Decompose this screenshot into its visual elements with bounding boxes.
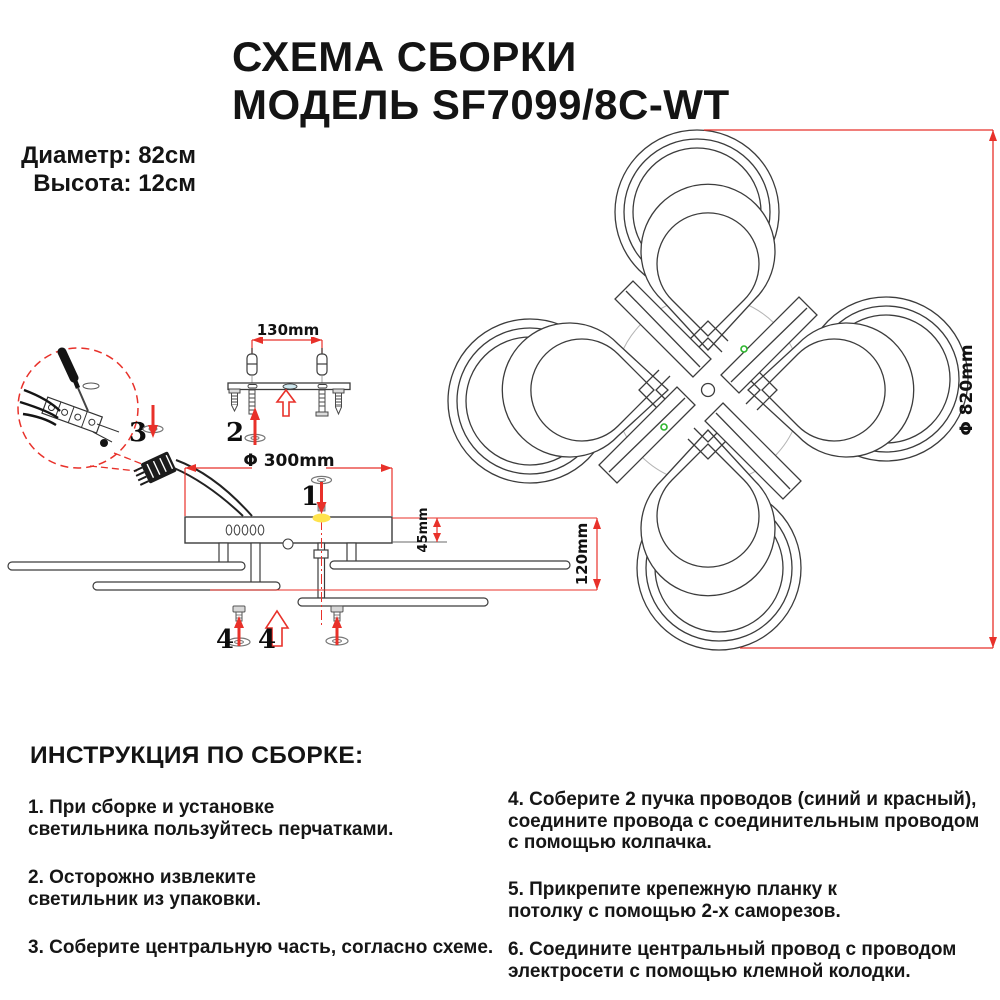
label-part-3: 3 (129, 418, 147, 448)
part-3-callout: 3 (129, 405, 164, 448)
wall-plugs (246, 348, 328, 383)
center-slot (282, 383, 298, 390)
vent-holes (225, 524, 265, 536)
dimension-45mm (433, 518, 441, 542)
dimension-300mm (184, 464, 393, 516)
screw-center (325, 605, 349, 646)
label-45mm: 45mm (416, 507, 431, 552)
body-hole (282, 538, 294, 550)
insert-direction-arrow (264, 609, 290, 647)
mounting-bracket-drawing: 130mm (226, 321, 351, 448)
led-indicator-dot (740, 345, 748, 353)
instruction-step-6: 6. Соедините центральный провод с провод… (508, 939, 957, 982)
instruction-step-5: 5. Прикрепите крепежную планку к потолку… (508, 879, 841, 922)
page-title: СХЕМА СБОРКИ МОДЕЛЬ SF7099/8C-WT (232, 33, 730, 128)
label-part-4: 4 (258, 625, 276, 655)
side-view-drawing: Φ 300mm (7, 451, 601, 655)
center-arm (720, 296, 818, 394)
center-hole (700, 382, 716, 398)
ring-petal (614, 129, 780, 353)
instruction-step-4: 4. Соберите 2 пучка проводов (синий и кр… (508, 789, 980, 853)
spec-height: Высота: 12см (33, 170, 196, 197)
part-2-callout: 2 (226, 407, 266, 448)
part-1-callout: 1 (301, 475, 333, 628)
wires-icon (19, 388, 61, 427)
led-indicator-dot (660, 423, 668, 431)
top-view-flower (447, 129, 969, 651)
product-specs: Диаметр: 82см Высота: 12см (20, 142, 196, 198)
wire-connector (133, 451, 253, 517)
instruction-step-3: 3. Соберите центральную часть, согласно … (28, 937, 494, 958)
ring-arms (7, 560, 571, 607)
wire-cap-icon (100, 439, 108, 447)
instruction-step-2: 2. Осторожно извлеките светильник из упа… (28, 867, 262, 910)
label-820mm: Φ 820mm (957, 344, 977, 435)
hanging-screws (248, 389, 329, 417)
bracket-bar (227, 382, 351, 391)
label-300mm: Φ 300mm (243, 451, 334, 471)
label-130mm: 130mm (257, 321, 320, 339)
label-part-2: 2 (226, 418, 244, 448)
screwdriver-icon (57, 347, 100, 412)
dimension-120mm (593, 518, 601, 590)
highlight-spot (312, 513, 331, 523)
instruction-step-1: 1. При сборке и установке светильника по… (28, 797, 394, 840)
spec-diameter: Диаметр: 82см (21, 142, 196, 169)
label-part-4: 4 (216, 625, 234, 655)
bracket-end-screws (228, 388, 345, 416)
insert-direction-arrow (275, 388, 297, 417)
label-part-1: 1 (301, 482, 319, 512)
label-120mm: 120mm (573, 523, 591, 586)
part-4-callouts: 4 4 (216, 605, 349, 655)
screw-left (227, 605, 251, 647)
terminal-detail-bubble (17, 347, 143, 472)
instructions-heading: ИНСТРУКЦИЯ ПО СБОРКЕ: (30, 742, 364, 769)
dimension-overall-diameter: Φ 820mm (704, 129, 997, 649)
